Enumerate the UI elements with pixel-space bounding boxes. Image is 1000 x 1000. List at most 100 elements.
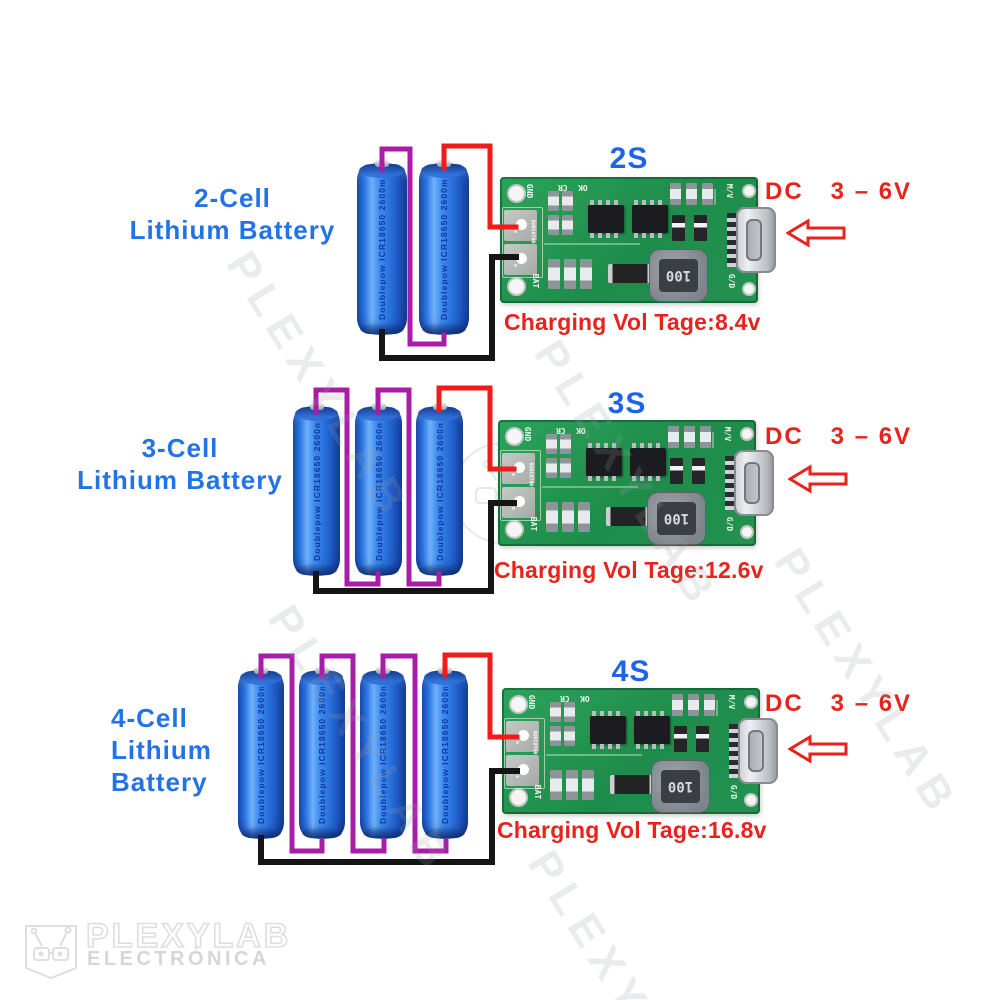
usb-pins (729, 724, 738, 778)
usb-c-port (738, 718, 778, 784)
battery-terminal (432, 403, 447, 410)
watermark-text: PLEXYLAB (518, 842, 723, 1000)
dc-range: 3 – 6V (830, 690, 913, 717)
smd-diode (692, 458, 705, 484)
ic-chip (634, 711, 670, 749)
ic-chip (630, 443, 666, 481)
pcb-trace (542, 486, 638, 488)
ic-chip (588, 200, 624, 238)
silkscreen-gnd: GND (527, 694, 537, 710)
mount-hole (509, 788, 528, 807)
usb-pins (725, 456, 734, 510)
pcb-trace (712, 432, 714, 448)
battery-terminal (437, 160, 451, 167)
dc-input-label-2s: DC 3 – 6V (765, 178, 912, 206)
dc-prefix: DC (765, 690, 804, 717)
silkscreen-cr: CR (558, 183, 568, 192)
inductor: 100 (648, 493, 705, 544)
mount-hole (509, 695, 528, 714)
mount-hole (744, 695, 758, 709)
dc-input-label-4s: DC 3 – 6V (765, 690, 912, 718)
silkscreen-pad-code: 8URC0T00 (527, 462, 534, 487)
smd-resistor (546, 458, 557, 478)
silkscreen-pad-code: 8URC0T00 (531, 730, 538, 755)
smd-capacitor (668, 426, 679, 448)
charger-board-3s: 100 GND CR OK M/V G/D BAT 8URC0T00 (498, 420, 774, 546)
mount-hole (740, 525, 754, 539)
battery-terminal (371, 403, 386, 410)
usb-c-port (734, 450, 774, 516)
inductor: 100 (652, 761, 709, 812)
silkscreen-bat: BAT (533, 784, 543, 800)
dc-range: 3 – 6V (830, 423, 913, 450)
cell-label-line: Lithium (111, 735, 212, 765)
silkscreen-cr: CR (556, 426, 566, 435)
solder-pad-bminus (504, 244, 537, 275)
inductor-label: 100 (661, 770, 700, 803)
dc-prefix: DC (765, 423, 804, 450)
smd-resistor (566, 770, 578, 800)
battery-terminal (315, 667, 329, 674)
wire-negative (313, 500, 517, 594)
solder-pad-bminus (506, 755, 539, 786)
charging-voltage-label-3s: Charging Vol Tage:12.6v (494, 557, 764, 583)
cell-label-line: 2-Cell (194, 183, 271, 213)
battery-print: Doublepow ICR18650 2600mAh 3.7 (434, 423, 445, 561)
inductor-label: 100 (657, 502, 696, 535)
smd-capacitor (700, 426, 711, 448)
silkscreen-outline (504, 718, 545, 789)
dc-range: 3 – 6V (830, 178, 913, 205)
ic-chip (590, 711, 626, 749)
battery-terminal (254, 667, 268, 674)
mount-hole (744, 793, 758, 807)
smd-resistor (562, 191, 573, 211)
cell-label-line: Battery (111, 767, 208, 797)
smd-capacitor (704, 694, 715, 716)
smd-capacitor (672, 694, 683, 716)
battery-print: Doublepow ICR18650 2600mAh 3.7 (439, 180, 449, 320)
silkscreen-outline (500, 450, 541, 521)
smd-diode (670, 458, 683, 484)
usb-c-port (736, 207, 776, 273)
battery-terminal (438, 667, 452, 674)
cell-count-label-3s: 3-Cell Lithium Battery (35, 432, 325, 496)
mount-hole (505, 427, 524, 446)
smd-resistor (560, 434, 571, 454)
smd-diode (696, 726, 709, 752)
silkscreen-gd: G/D (729, 784, 739, 800)
board-label-2s: 2S (609, 142, 649, 175)
smd-resistor (548, 215, 559, 235)
smd-diode (674, 726, 687, 752)
pcb-trace (544, 243, 640, 245)
silkscreen-mv: M/V (723, 426, 733, 442)
smd-resistor (550, 702, 561, 722)
mount-hole (507, 277, 526, 296)
battery-cell: Doublepow ICR18650 2600mAh 3.7 (422, 667, 468, 839)
silkscreen-cr: CR (560, 694, 570, 703)
smd-resistor (562, 502, 574, 532)
brand-name: PLEXYLAB (85, 916, 292, 956)
brand-shield-icon (25, 925, 77, 980)
arrow-left-icon (788, 464, 848, 494)
smd-resistor (578, 502, 590, 532)
usb-pins (727, 213, 736, 267)
pcb-trace (546, 754, 642, 756)
battery-terminal (376, 667, 390, 674)
inductor-label: 100 (659, 259, 698, 292)
battery-print: Doublepow ICR18650 2600mAh 3.7 (440, 687, 450, 824)
smd-resistor (560, 458, 571, 478)
smd-resistor (562, 215, 573, 235)
cell-count-label-4s: 4-Cell Lithium Battery (111, 702, 321, 798)
charging-voltage-label-4s: Charging Vol Tage:16.8v (497, 817, 767, 843)
battery-print: Doublepow ICR18650 2600mAh 3.7 (377, 180, 387, 320)
silkscreen-gnd: GND (525, 183, 535, 199)
smd-capacitor (702, 183, 713, 205)
arrow-left-icon (788, 734, 848, 764)
cell-label-line: Lithium Battery (129, 215, 336, 245)
battery-cell: Doublepow ICR18650 2600mAh 3.7 (360, 667, 406, 839)
smd-resistor (564, 726, 575, 746)
dc-prefix: DC (765, 178, 804, 205)
brand-subtitle: ELECTRÓNICA (87, 948, 270, 970)
cell-label-line: 3-Cell (141, 433, 219, 463)
